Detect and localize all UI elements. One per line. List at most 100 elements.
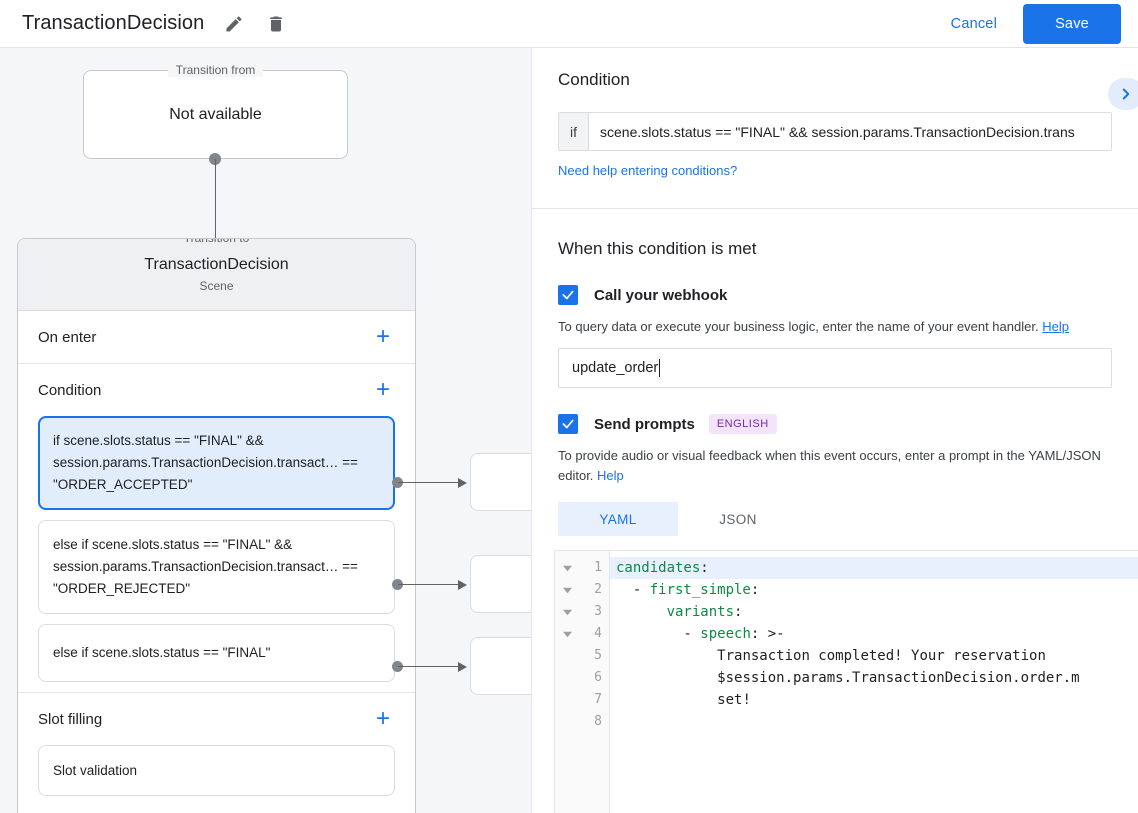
- line-number: 2: [594, 582, 602, 597]
- section-condition-title: Condition: [38, 381, 102, 399]
- scene-canvas[interactable]: Transition from Not available Transition…: [0, 48, 531, 813]
- fold-arrow-icon[interactable]: [555, 557, 580, 579]
- target-box-2[interactable]: [470, 555, 531, 613]
- section-condition: Condition + if scene.slots.status == "FI…: [18, 364, 415, 693]
- call-webhook-row: Call your webhook: [558, 285, 1112, 305]
- if-prefix-label: if: [559, 113, 589, 150]
- send-prompts-checkbox[interactable]: [558, 414, 578, 434]
- code-line: - first_simple:: [610, 579, 1138, 601]
- code-line: variants:: [610, 601, 1138, 623]
- chevron-right-icon-glyph: [1122, 88, 1130, 100]
- connector-arrowhead-1: [458, 478, 467, 488]
- section-on-enter: On enter +: [18, 311, 415, 364]
- webhook-help-link[interactable]: Help: [1042, 319, 1069, 334]
- code-indent: [616, 692, 717, 708]
- editor-fold-gutter[interactable]: [555, 551, 580, 813]
- page-title: TransactionDecision: [22, 12, 205, 34]
- condition-heading-row: Condition: [558, 48, 1112, 112]
- fold-arrow-icon[interactable]: [555, 601, 580, 623]
- scene-type: Scene: [199, 279, 234, 293]
- line-number: 7: [594, 692, 602, 707]
- call-webhook-label: Call your webhook: [594, 286, 728, 304]
- need-help-conditions-link[interactable]: Need help entering conditions?: [558, 163, 738, 178]
- code-punct: :: [734, 604, 743, 620]
- section-on-enter-head: On enter +: [38, 311, 395, 363]
- target-box-1[interactable]: [470, 453, 531, 511]
- scene-header: TransactionDecision Scene: [18, 239, 415, 311]
- pencil-icon[interactable]: [222, 12, 246, 36]
- tab-json[interactable]: JSON: [719, 511, 757, 527]
- slot-validation-card[interactable]: Slot validation: [38, 745, 395, 796]
- add-condition-button[interactable]: +: [375, 376, 390, 403]
- transition-to-box: Transition to TransactionDecision Scene …: [17, 238, 416, 813]
- connector-line-1: [398, 482, 460, 483]
- code-line: $session.params.TransactionDecision.orde…: [610, 667, 1138, 689]
- scene-name: TransactionDecision: [144, 256, 289, 273]
- yaml-editor[interactable]: 1 2 3 4 5 6 7 8 candidates: - first_simp…: [554, 550, 1138, 813]
- text-caret: [659, 359, 661, 377]
- code-punct: : >-: [750, 626, 785, 642]
- spacer: [558, 180, 1112, 208]
- code-indent: [616, 604, 667, 620]
- transition-from-value: Not available: [169, 105, 262, 123]
- prompts-help-link[interactable]: Help: [597, 468, 624, 483]
- call-webhook-checkbox[interactable]: [558, 285, 578, 305]
- trash-icon-glyph: [270, 16, 283, 31]
- code-rest: Transaction completed! Your reservation: [717, 648, 1046, 664]
- condition-input-row[interactable]: if scene.slots.status == "FINAL" && sess…: [558, 112, 1112, 151]
- trash-icon[interactable]: [264, 12, 288, 36]
- editor-code-area[interactable]: candidates: - first_simple: variants: - …: [610, 551, 1138, 813]
- pencil-icon-glyph: [226, 15, 242, 31]
- connector-dot-2: [392, 579, 403, 590]
- fold-arrow-icon[interactable]: [555, 579, 580, 601]
- code-punct: :: [700, 560, 709, 576]
- condition-card[interactable]: else if scene.slots.status == "FINAL": [38, 624, 395, 682]
- code-key: first_simple: [649, 582, 751, 598]
- line-number: 1: [594, 560, 602, 575]
- line-number: 5: [594, 648, 602, 663]
- section-condition-head: Condition +: [38, 364, 395, 416]
- code-line: candidates:: [610, 557, 1138, 579]
- condition-card[interactable]: else if scene.slots.status == "FINAL" &&…: [38, 520, 395, 614]
- connector-line-top: [215, 159, 216, 247]
- add-on-enter-button[interactable]: +: [375, 323, 390, 350]
- webhook-handler-value: update_order: [572, 360, 659, 376]
- code-indent: -: [616, 626, 701, 642]
- webhook-handler-input[interactable]: update_order: [558, 348, 1112, 388]
- section-on-enter-title: On enter: [38, 328, 97, 346]
- code-indent: [616, 648, 717, 664]
- line-number: 3: [594, 604, 602, 619]
- chevron-right-icon[interactable]: [1108, 78, 1138, 110]
- connector-dot-1: [392, 477, 403, 488]
- add-slot-filling-button[interactable]: +: [375, 705, 390, 732]
- save-button[interactable]: Save: [1023, 3, 1121, 44]
- target-box-3[interactable]: [470, 637, 531, 695]
- panel-divider: [532, 208, 1138, 209]
- editor-line-numbers: 1 2 3 4 5 6 7 8: [580, 551, 610, 813]
- connector-line-3: [398, 666, 460, 667]
- fold-arrow-icon[interactable]: [555, 623, 580, 645]
- code-line: Transaction completed! Your reservation: [610, 645, 1138, 667]
- prompts-description: To provide audio or visual feedback when…: [558, 446, 1112, 486]
- tab-yaml[interactable]: YAML: [558, 502, 678, 536]
- fold-arrow-glyph: [563, 609, 572, 615]
- code-line: set!: [610, 689, 1138, 711]
- code-rest: $session.params.TransactionDecision.orde…: [717, 670, 1080, 686]
- spacer: [558, 209, 1112, 239]
- code-key: speech: [700, 626, 751, 642]
- connector-arrowhead-2: [458, 580, 467, 590]
- details-panel: Condition if scene.slots.status == "FINA…: [531, 48, 1138, 813]
- code-key: variants: [666, 604, 735, 620]
- condition-heading: Condition: [558, 70, 630, 89]
- cancel-button[interactable]: Cancel: [950, 15, 997, 32]
- condition-block: Condition if scene.slots.status == "FINA…: [532, 48, 1138, 208]
- code-rest: set!: [717, 692, 751, 708]
- condition-input[interactable]: scene.slots.status == "FINAL" && session…: [600, 123, 1075, 140]
- code-line: - speech: >-: [610, 623, 1138, 645]
- condition-card-selected[interactable]: if scene.slots.status == "FINAL" && sess…: [38, 416, 395, 510]
- connector-line-2: [398, 584, 460, 585]
- send-prompts-label: Send prompts: [594, 415, 695, 433]
- when-condition-met-heading: When this condition is met: [558, 239, 757, 258]
- webhook-description-text: To query data or execute your business l…: [558, 319, 1039, 334]
- fold-arrow-glyph: [563, 631, 572, 637]
